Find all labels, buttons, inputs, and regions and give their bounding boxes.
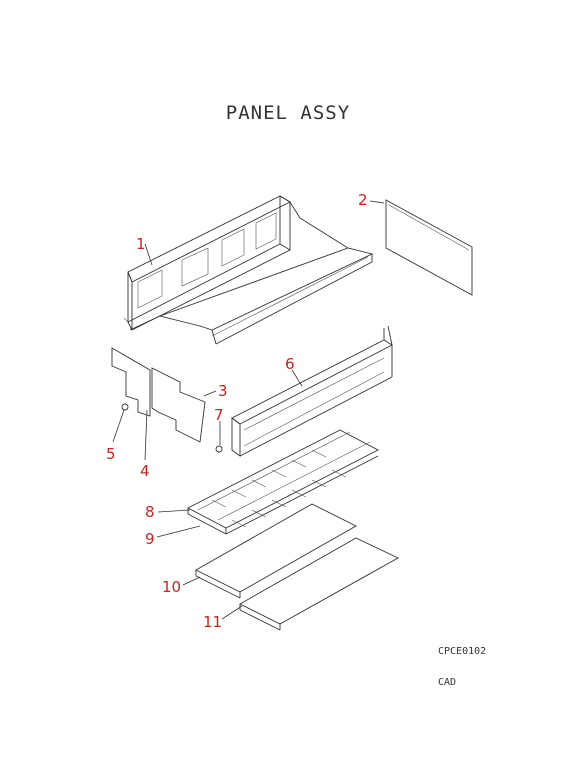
part-2-side-panel (385, 199, 473, 296)
callout-2: 2 (358, 191, 368, 209)
part-10-bottom-panel (195, 503, 357, 599)
callout-4: 4 (140, 462, 150, 480)
part-11-bottom-panel (239, 537, 399, 631)
callout-labels: 1 2 3 4 5 6 7 8 9 10 11 (106, 191, 368, 631)
part-6-front-rail-panel (231, 325, 393, 457)
part-4-insulation-left (111, 347, 151, 417)
callout-11: 11 (203, 613, 222, 631)
part-1-front-frame (123, 195, 374, 345)
callout-9: 9 (145, 530, 155, 548)
vane-slats (211, 449, 347, 528)
callout-3: 3 (218, 382, 228, 400)
part-8-vane-frame (187, 429, 379, 535)
leader-lines (112, 200, 385, 620)
callout-1: 1 (136, 235, 146, 253)
callout-8: 8 (145, 503, 155, 521)
part-5-screw (121, 403, 129, 411)
callout-7: 7 (214, 406, 224, 424)
drawing-code: CPCE0102 (438, 646, 487, 657)
callout-5: 5 (106, 445, 116, 463)
callout-6: 6 (285, 355, 295, 373)
diagram-title: PANEL ASSY (225, 102, 351, 124)
part-3-insulation-right (151, 367, 206, 443)
drawing-note: CAD (438, 677, 457, 688)
callout-10: 10 (162, 578, 181, 596)
part-7-screw (215, 445, 223, 453)
